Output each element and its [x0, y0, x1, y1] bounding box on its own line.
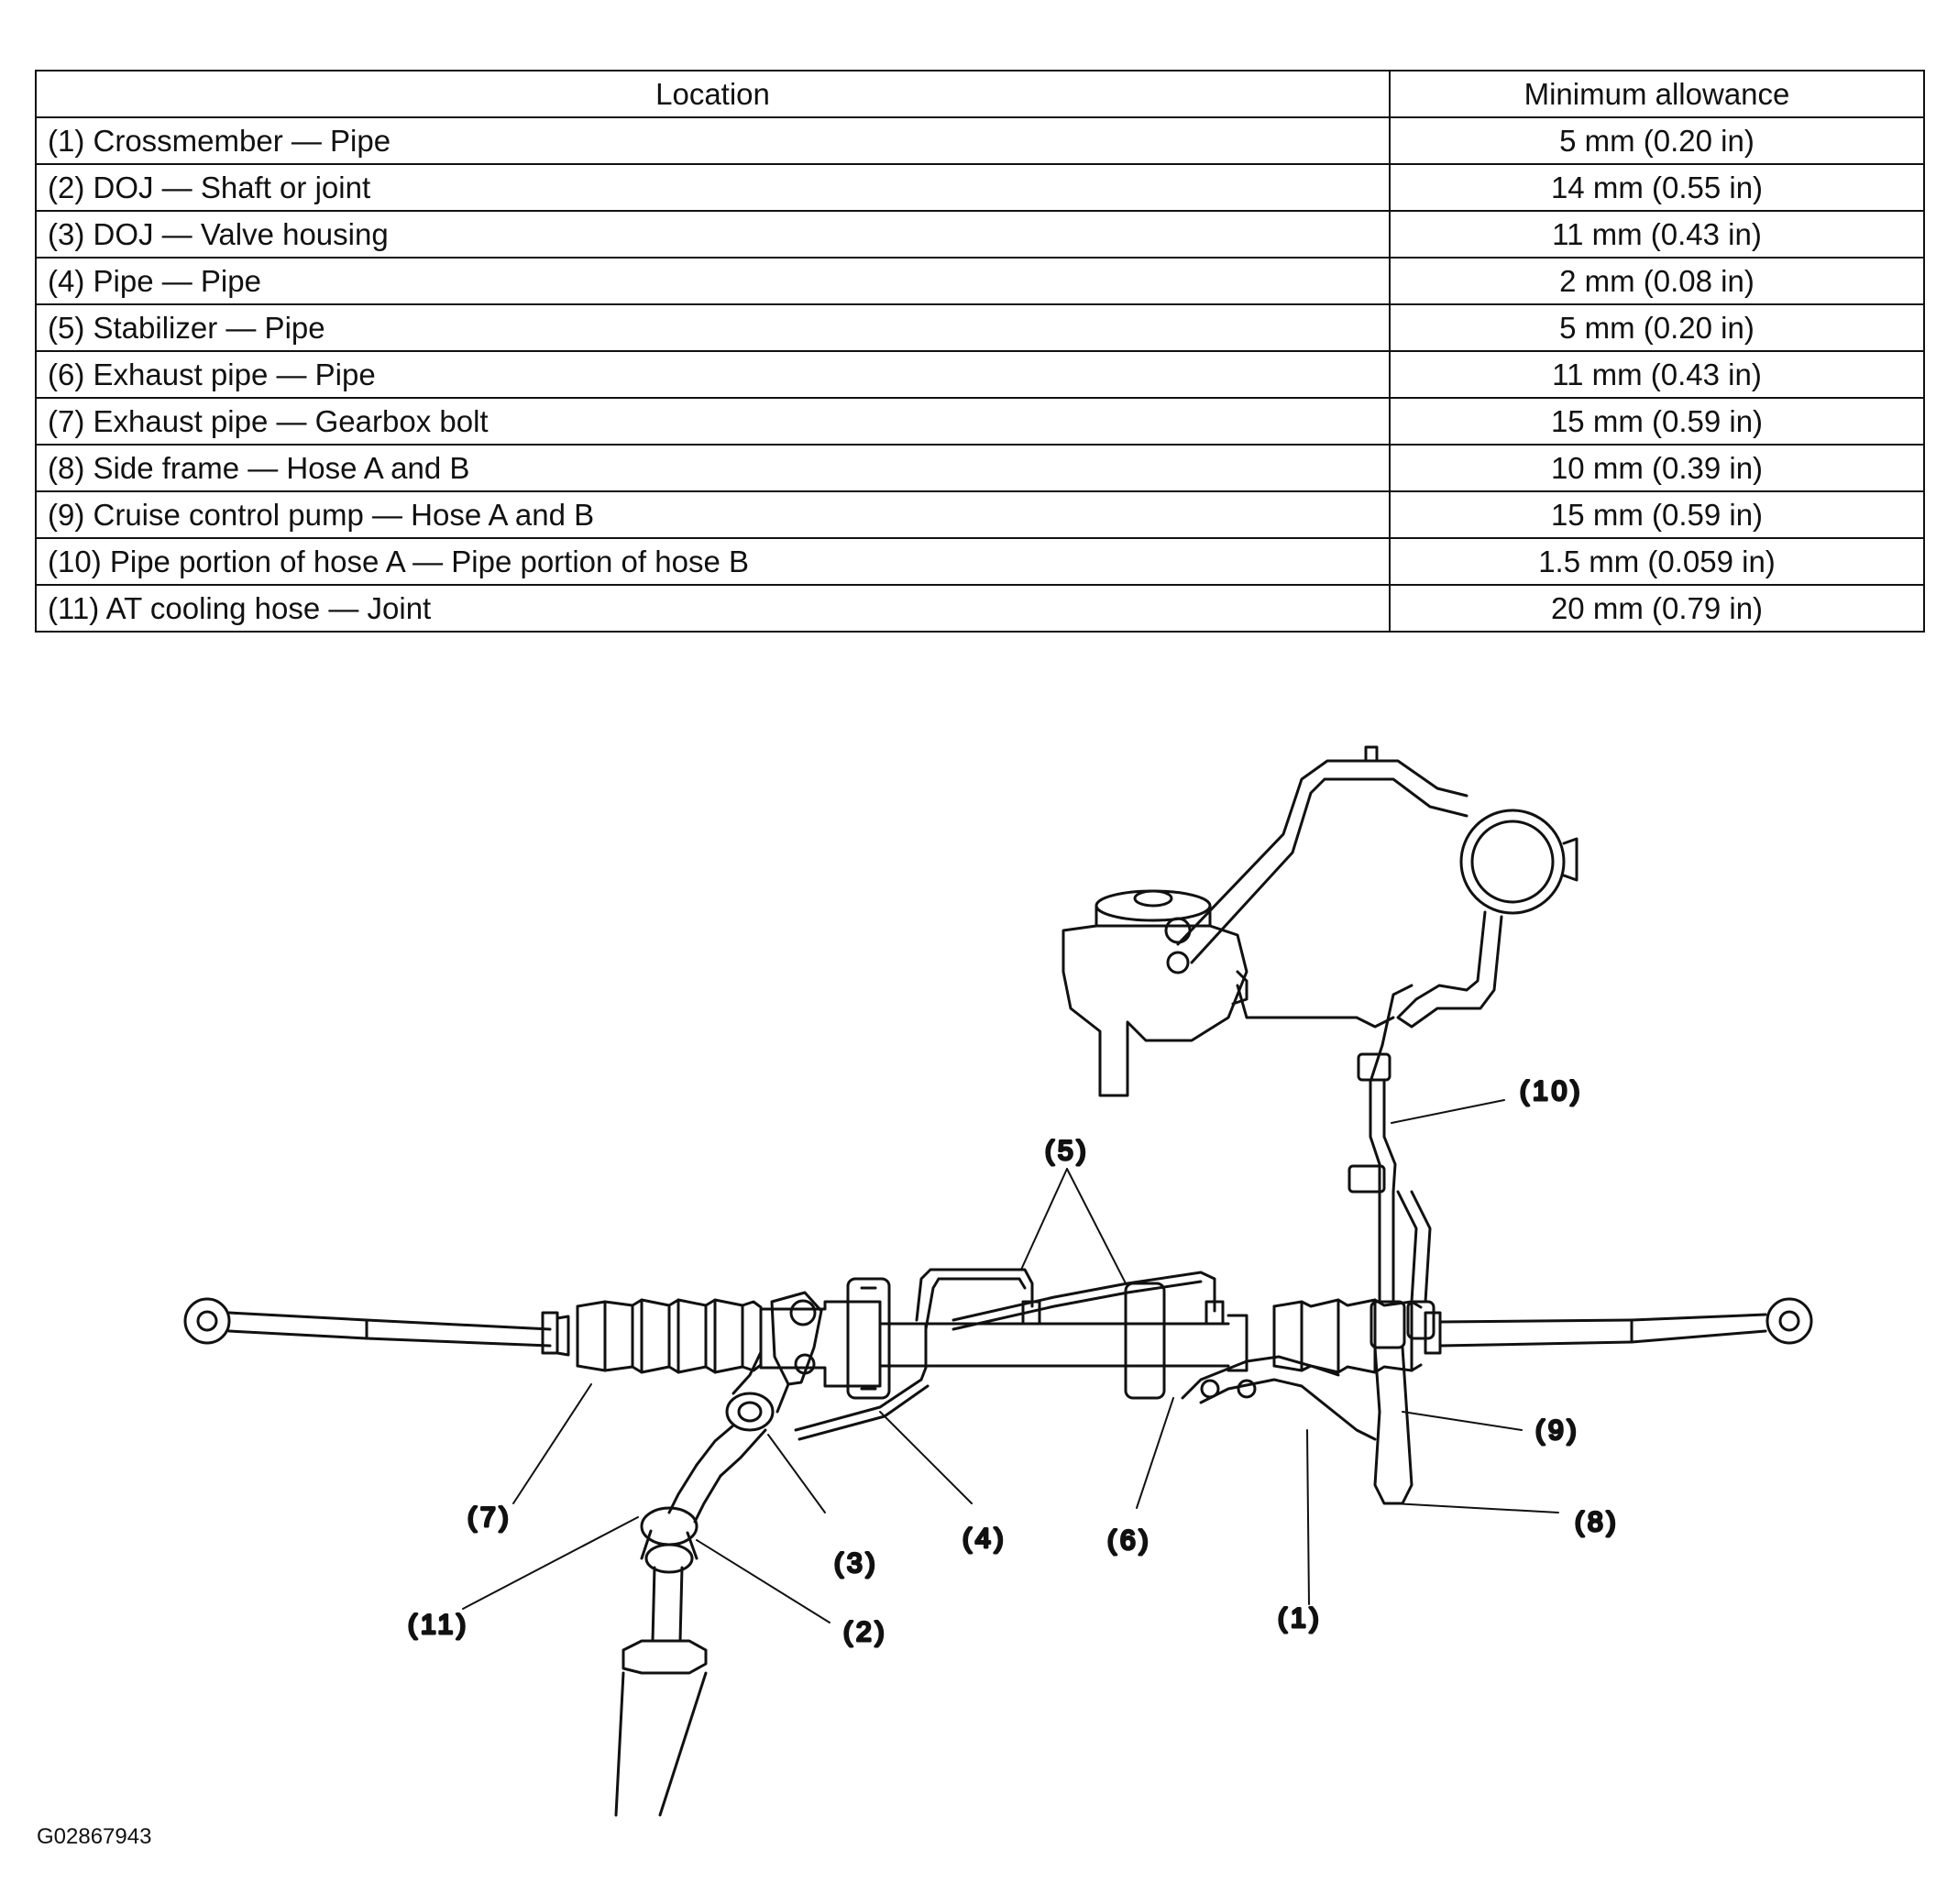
allowance-table: Location Minimum allowance (1) Crossmemb… [35, 70, 1925, 633]
table-header-row: Location Minimum allowance [35, 70, 1925, 118]
allowance-cell: 2 mm (0.08 in) [1389, 257, 1925, 305]
allowance-cell: 20 mm (0.79 in) [1389, 584, 1925, 633]
callout-1: (1) [1278, 1603, 1323, 1634]
callout-2: (2) [843, 1617, 888, 1647]
location-header: Location [35, 70, 1391, 118]
allowance-cell: 5 mm (0.20 in) [1389, 303, 1925, 352]
location-cell: (7) Exhaust pipe — Gearbox bolt [35, 397, 1391, 446]
allowance-cell: 11 mm (0.43 in) [1389, 210, 1925, 259]
location-cell: (1) Crossmember — Pipe [35, 116, 1391, 165]
location-cell: (10) Pipe portion of hose A — Pipe porti… [35, 537, 1391, 586]
power-steering-pump [1062, 889, 1248, 1097]
right-tie-rod [1424, 1297, 1813, 1355]
location-cell: (8) Side frame — Hose A and B [35, 444, 1391, 492]
allowance-cell: 10 mm (0.39 in) [1389, 444, 1925, 492]
allowance-cell: 11 mm (0.43 in) [1389, 350, 1925, 399]
location-cell: (11) AT cooling hose — Joint [35, 584, 1391, 633]
figure-reference-code: G02867943 [37, 1824, 152, 1849]
callout-11: (11) [408, 1610, 469, 1640]
upper-pipes [915, 1268, 1225, 1331]
allowance-cell: 1.5 mm (0.059 in) [1389, 537, 1925, 586]
allowance-cell: 15 mm (0.59 in) [1389, 397, 1925, 446]
allowance-cell: 5 mm (0.20 in) [1389, 116, 1925, 165]
callout-8: (8) [1575, 1507, 1620, 1537]
location-cell: (6) Exhaust pipe — Pipe [35, 350, 1391, 399]
callout-3: (3) [834, 1548, 879, 1579]
reservoir-tank [1176, 745, 1578, 1029]
location-cell: (4) Pipe — Pipe [35, 257, 1391, 305]
valve-housing [732, 1291, 823, 1414]
callout-4: (4) [962, 1524, 1007, 1554]
callout-7: (7) [468, 1502, 512, 1533]
callout-9: (9) [1535, 1415, 1580, 1446]
location-cell: (2) DOJ — Shaft or joint [35, 163, 1391, 212]
callout-5: (5) [1045, 1136, 1090, 1166]
allowance-header: Minimum allowance [1389, 70, 1925, 118]
left-tie-rod [183, 1297, 570, 1357]
callout-10: (10) [1520, 1076, 1583, 1106]
location-cell: (9) Cruise control pump — Hose A and B [35, 490, 1391, 539]
hoses-a-b [1348, 984, 1436, 1505]
table-row: (10) Pipe portion of hose A — Pipe porti… [35, 537, 1925, 586]
left-boot [576, 1298, 763, 1374]
allowance-cell: 15 mm (0.59 in) [1389, 490, 1925, 539]
callout-6: (6) [1107, 1525, 1152, 1556]
location-cell: (5) Stabilizer — Pipe [35, 303, 1391, 352]
doj-shaft [614, 1392, 775, 1817]
gearbox-housing [759, 1277, 1248, 1400]
allowance-cell: 14 mm (0.55 in) [1389, 163, 1925, 212]
leader-lines [462, 1099, 1559, 1623]
steering-gearbox-diagram: (10) (5) (9) (8) (1) (6) (4) (3) (7) (11… [183, 745, 1813, 1817]
location-cell: (3) DOJ — Valve housing [35, 210, 1391, 259]
